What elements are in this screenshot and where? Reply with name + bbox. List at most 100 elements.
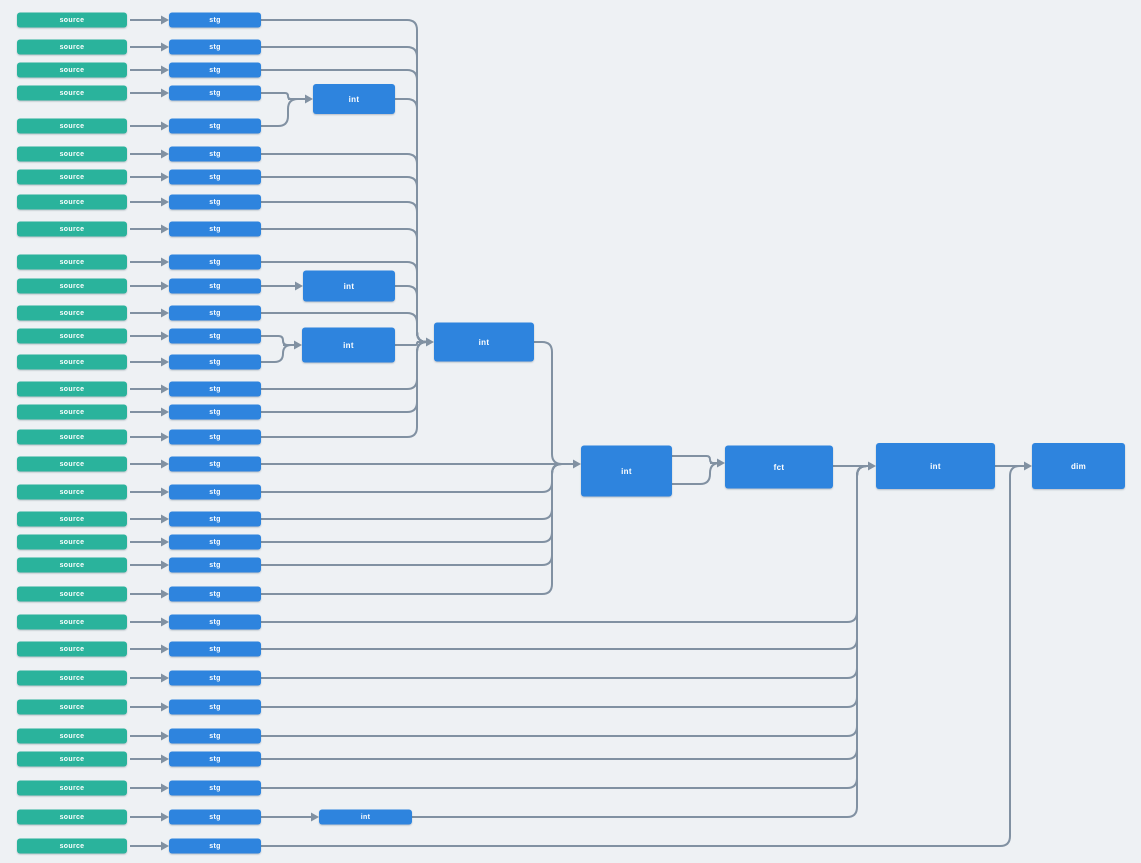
node-source-7-box[interactable]	[17, 169, 127, 185]
node-source-9-box[interactable]	[17, 221, 127, 237]
node-stg-17[interactable]: stg	[169, 429, 261, 445]
node-source-30[interactable]: source	[17, 780, 127, 796]
node-source-25-box[interactable]	[17, 641, 127, 657]
node-source-10-box[interactable]	[17, 254, 127, 270]
node-source-13-box[interactable]	[17, 328, 127, 344]
node-stg-21[interactable]: stg	[169, 534, 261, 550]
node-stg-23-box[interactable]	[169, 586, 261, 602]
node-stg-20[interactable]: stg	[169, 511, 261, 527]
node-int-c-box[interactable]	[302, 327, 395, 363]
node-stg-11-box[interactable]	[169, 278, 261, 294]
node-stg-19[interactable]: stg	[169, 484, 261, 500]
node-source-19[interactable]: source	[17, 484, 127, 500]
node-stg-4[interactable]: stg	[169, 85, 261, 101]
node-stg-9-box[interactable]	[169, 221, 261, 237]
node-stg-6-box[interactable]	[169, 146, 261, 162]
node-stg-13-box[interactable]	[169, 328, 261, 344]
node-stg-7-box[interactable]	[169, 169, 261, 185]
node-stg-9[interactable]: stg	[169, 221, 261, 237]
node-source-11-box[interactable]	[17, 278, 127, 294]
node-source-9[interactable]: source	[17, 221, 127, 237]
node-stg-15[interactable]: stg	[169, 381, 261, 397]
node-source-22-box[interactable]	[17, 557, 127, 573]
node-stg-8[interactable]: stg	[169, 194, 261, 210]
node-stg-21-box[interactable]	[169, 534, 261, 550]
node-stg-14-box[interactable]	[169, 354, 261, 370]
node-stg-3-box[interactable]	[169, 62, 261, 78]
node-source-22[interactable]: source	[17, 557, 127, 573]
node-int-d[interactable]: int	[434, 322, 534, 362]
node-source-21[interactable]: source	[17, 534, 127, 550]
node-source-2-box[interactable]	[17, 39, 127, 55]
node-stg-27-box[interactable]	[169, 699, 261, 715]
node-source-4[interactable]: source	[17, 85, 127, 101]
node-source-14[interactable]: source	[17, 354, 127, 370]
node-source-7[interactable]: source	[17, 169, 127, 185]
node-source-28-box[interactable]	[17, 728, 127, 744]
node-source-17-box[interactable]	[17, 429, 127, 445]
node-stg-17-box[interactable]	[169, 429, 261, 445]
node-stg-25[interactable]: stg	[169, 641, 261, 657]
node-int-a[interactable]: int	[313, 84, 395, 114]
node-source-16[interactable]: source	[17, 404, 127, 420]
node-stg-18[interactable]: stg	[169, 456, 261, 472]
node-source-16-box[interactable]	[17, 404, 127, 420]
node-int-b-box[interactable]	[303, 270, 395, 302]
node-source-15[interactable]: source	[17, 381, 127, 397]
node-dim-box[interactable]	[1032, 443, 1125, 489]
node-dim[interactable]: dim	[1032, 443, 1125, 489]
node-source-5-box[interactable]	[17, 118, 127, 134]
node-stg-12-box[interactable]	[169, 305, 261, 321]
node-stg-32-box[interactable]	[169, 838, 261, 854]
node-source-26[interactable]: source	[17, 670, 127, 686]
node-source-32-box[interactable]	[17, 838, 127, 854]
node-stg-16[interactable]: stg	[169, 404, 261, 420]
node-stg-26[interactable]: stg	[169, 670, 261, 686]
node-stg-30[interactable]: stg	[169, 780, 261, 796]
node-stg-10[interactable]: stg	[169, 254, 261, 270]
node-source-31[interactable]: source	[17, 809, 127, 825]
node-source-11[interactable]: source	[17, 278, 127, 294]
node-source-28[interactable]: source	[17, 728, 127, 744]
node-stg-5[interactable]: stg	[169, 118, 261, 134]
node-source-18[interactable]: source	[17, 456, 127, 472]
node-int-c[interactable]: int	[302, 327, 395, 363]
node-stg-23[interactable]: stg	[169, 586, 261, 602]
node-source-26-box[interactable]	[17, 670, 127, 686]
node-source-30-box[interactable]	[17, 780, 127, 796]
node-stg-18-box[interactable]	[169, 456, 261, 472]
node-source-25[interactable]: source	[17, 641, 127, 657]
node-stg-30-box[interactable]	[169, 780, 261, 796]
node-source-18-box[interactable]	[17, 456, 127, 472]
node-stg-22-box[interactable]	[169, 557, 261, 573]
node-source-6[interactable]: source	[17, 146, 127, 162]
node-stg-16-box[interactable]	[169, 404, 261, 420]
node-stg-12[interactable]: stg	[169, 305, 261, 321]
node-stg-29-box[interactable]	[169, 751, 261, 767]
node-stg-27[interactable]: stg	[169, 699, 261, 715]
node-source-29-box[interactable]	[17, 751, 127, 767]
node-stg-31-box[interactable]	[169, 809, 261, 825]
node-source-19-box[interactable]	[17, 484, 127, 500]
node-int-e[interactable]: int	[581, 445, 672, 497]
node-source-15-box[interactable]	[17, 381, 127, 397]
node-int-g-box[interactable]	[319, 809, 412, 825]
node-stg-29[interactable]: stg	[169, 751, 261, 767]
node-int-f-box[interactable]	[876, 443, 995, 489]
node-source-8[interactable]: source	[17, 194, 127, 210]
node-stg-22[interactable]: stg	[169, 557, 261, 573]
node-source-20-box[interactable]	[17, 511, 127, 527]
node-int-d-box[interactable]	[434, 322, 534, 362]
node-source-10[interactable]: source	[17, 254, 127, 270]
node-int-a-box[interactable]	[313, 84, 395, 114]
node-stg-11[interactable]: stg	[169, 278, 261, 294]
node-stg-1-box[interactable]	[169, 12, 261, 28]
node-int-g[interactable]: int	[319, 809, 412, 825]
node-source-24-box[interactable]	[17, 614, 127, 630]
node-stg-24[interactable]: stg	[169, 614, 261, 630]
node-stg-6[interactable]: stg	[169, 146, 261, 162]
node-int-e-box[interactable]	[581, 445, 672, 497]
node-source-27-box[interactable]	[17, 699, 127, 715]
node-stg-28-box[interactable]	[169, 728, 261, 744]
node-stg-20-box[interactable]	[169, 511, 261, 527]
